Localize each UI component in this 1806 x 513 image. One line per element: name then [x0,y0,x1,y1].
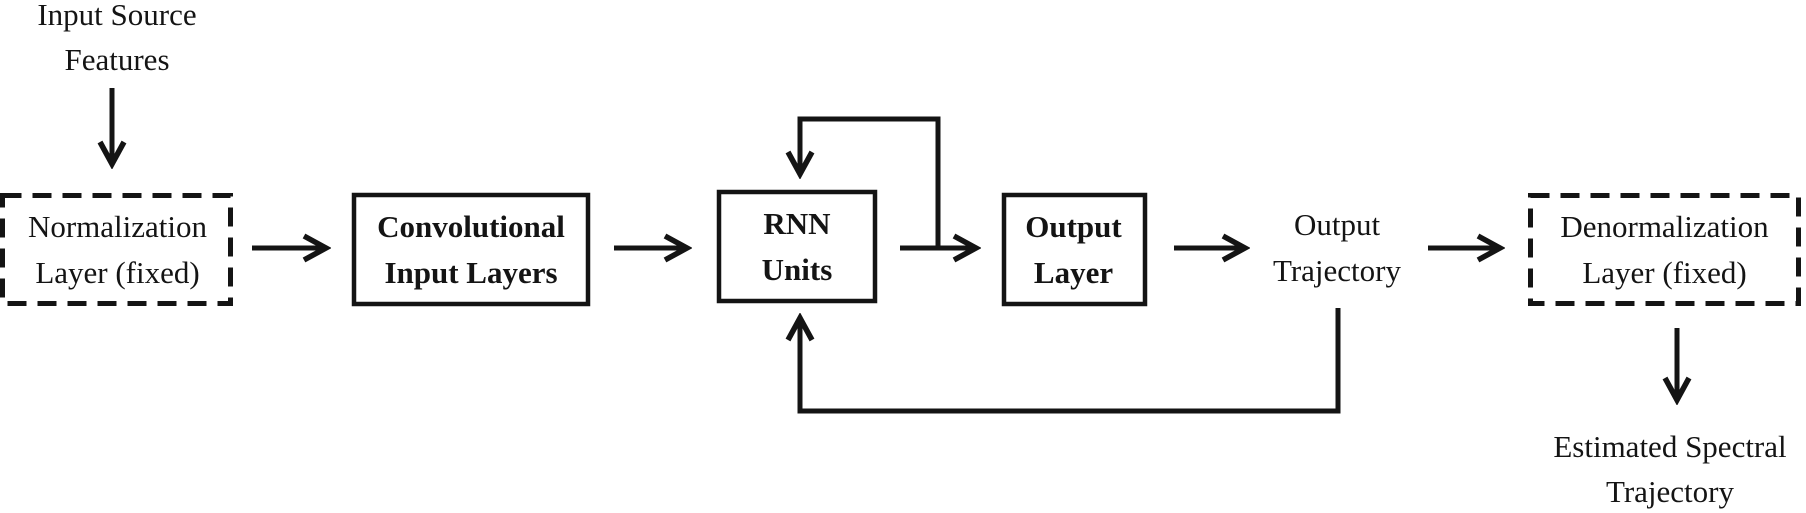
convolutional-box-outline [351,192,591,307]
label-line: Trajectory [1273,253,1401,288]
node-rnn-units: RNN Units [717,190,877,303]
label-line: Denormalization [1560,208,1769,244]
label-output-trajectory: Output Trajectory [1227,202,1447,294]
label-line: Output [1293,207,1381,242]
output-layer-box-outline [1001,192,1148,307]
denormalization-box-outline [1528,193,1801,306]
rnn-box-outline [716,189,878,304]
node-normalization-layer: Normalization Layer (fixed) [2,193,233,306]
label-estimated-spectral-trajectory: Estimated Spectral Trajectory [1510,424,1806,513]
label-line: Estimated Spectral [1553,429,1787,464]
label-input-source-features: Input Source Features [12,0,222,82]
label-line: Output [1025,208,1122,244]
label-line: Features [64,42,170,77]
label-line: Trajectory [1606,474,1734,509]
label-line: Convolutional [377,208,565,244]
node-denormalization-layer: Denormalization Layer (fixed) [1528,193,1801,306]
node-output-layer: Output Layer [1002,193,1145,306]
label-line: Input Layers [384,254,558,290]
label-line: Normalization [27,208,208,244]
label-line: Layer [1033,254,1114,290]
label-line: Units [761,251,833,287]
label-line: Layer (fixed) [35,254,200,290]
node-convolutional-input-layers: Convolutional Input Layers [352,193,590,306]
label-line: Layer (fixed) [1582,254,1747,290]
normalization-box-outline [0,193,233,306]
arrow-trajectory-feedback-to-rnn [800,308,1341,414]
arrow-rnn-recurrent-loop [800,116,941,248]
label-line: Input Source [37,0,197,32]
label-line: RNN [763,205,831,241]
